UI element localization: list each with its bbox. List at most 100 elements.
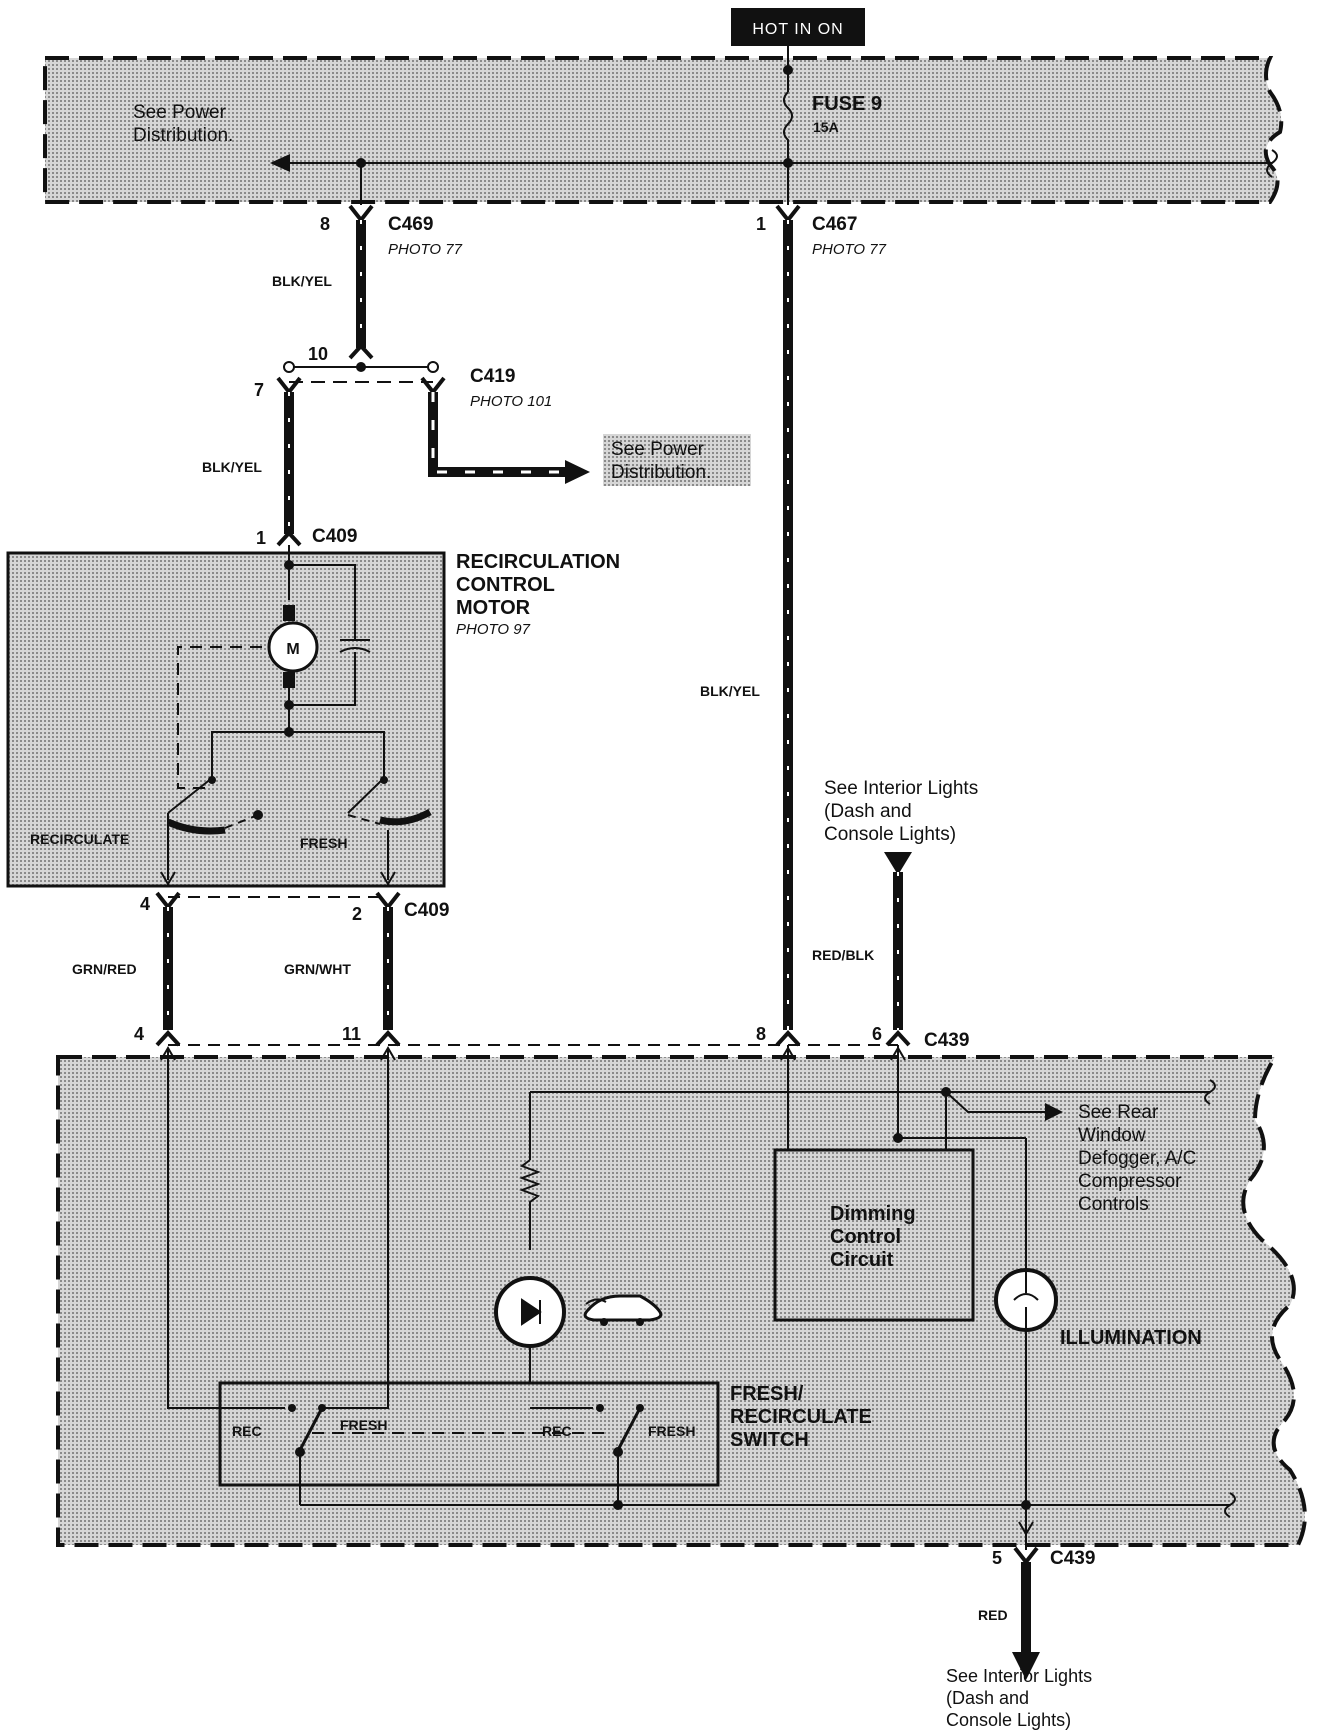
- switch-fresh-label-2: FRESH: [648, 1423, 695, 1439]
- motor-title-line1: RECIRCULATION: [456, 551, 620, 573]
- fuse-symbol: [783, 91, 793, 162]
- switch-rec-label-1: REC: [232, 1423, 262, 1439]
- connector-c439-top-name: C439: [924, 1030, 969, 1051]
- recirculate-blade: [167, 777, 213, 814]
- dimming-control-box: [773, 1148, 975, 1322]
- motor-symbol: [267, 621, 319, 673]
- connector-c439-pin4: [155, 1030, 181, 1047]
- switch2-blade: [616, 1407, 642, 1451]
- motor-title-line3: MOTOR: [456, 597, 531, 619]
- interior-lights-bottom-line1: See Interior Lights: [946, 1666, 1092, 1686]
- recirculate-contact: [166, 818, 226, 835]
- resistor-symbol: [519, 1159, 541, 1250]
- rear-window-arrow: [1045, 1103, 1063, 1121]
- bus-break-right: [1266, 149, 1278, 178]
- motor-out-left-arrow: [160, 871, 176, 886]
- connector-c439-pin-4: 4: [134, 1024, 144, 1044]
- connector-c419-photo: PHOTO 101: [470, 393, 552, 410]
- connector-c409-top: [276, 530, 302, 547]
- wire-label-grn-wht: GRN/WHT: [284, 961, 351, 977]
- switch1-rec-contact: [288, 1404, 296, 1412]
- rear-window-note-line2: Window: [1078, 1125, 1146, 1146]
- fresh-pivot: [380, 776, 388, 784]
- ground-bus-break: [1224, 1492, 1236, 1518]
- rear-window-note-line5: Controls: [1078, 1194, 1149, 1215]
- switch-title-line1: FRESH/: [730, 1383, 804, 1405]
- connector-c467-pin: 1: [756, 214, 766, 234]
- connector-c439-bottom-pin: 5: [992, 1548, 1002, 1568]
- hot-in-on-label: HOT IN ON: [752, 21, 843, 38]
- connector-c409-bottom-pin-left: 4: [140, 894, 150, 914]
- grn-red-into-switch: [167, 1050, 280, 1409]
- connector-c469-symbol: [348, 204, 374, 224]
- fresh-dashed: [347, 814, 381, 825]
- hot-in-on-badge: [731, 8, 865, 46]
- connector-c439-pin11: [375, 1030, 401, 1047]
- ground-junction-illumination: [1021, 1500, 1031, 1510]
- wire-label-blk-yel-1: BLK/YEL: [272, 273, 332, 289]
- connector-c419-left: [276, 376, 302, 396]
- fuse-name: FUSE 9: [812, 93, 882, 115]
- motor-out-right-arrow: [380, 871, 396, 886]
- switch-rec-label-2: REC: [542, 1423, 572, 1439]
- wire-label-red: RED: [978, 1607, 1008, 1623]
- switch-title-line2: RECIRCULATE: [730, 1406, 872, 1428]
- c419-junction-mid: [356, 362, 366, 372]
- fresh-blade: [347, 777, 385, 814]
- ground-junction-switch2: [613, 1500, 623, 1510]
- connector-c409-top-pin: 1: [256, 528, 266, 548]
- connector-c439-pin-6: 6: [872, 1024, 882, 1044]
- pin6-entry-arrow: [890, 1046, 906, 1061]
- power-dist-arrow: [565, 460, 590, 484]
- connector-c409-bottom-left: [155, 891, 181, 911]
- connector-c469-photo: PHOTO 77: [388, 241, 463, 258]
- wire-to-power-dist-stripe: [431, 392, 565, 474]
- bus-arrow-left: [270, 154, 290, 172]
- connector-c419-pin-left: 7: [254, 380, 264, 400]
- connector-c409-top-name: C409: [312, 526, 357, 547]
- connector-c467-photo: PHOTO 77: [812, 241, 887, 258]
- wire-label-blk-yel-2: BLK/YEL: [202, 459, 262, 475]
- power-dist-note-1-line2: Distribution.: [133, 125, 233, 146]
- fresh-contact: [379, 808, 432, 826]
- interior-lights-bottom-arrow: [1012, 1652, 1040, 1680]
- interior-lights-top-line1: See Interior Lights: [824, 778, 978, 799]
- connector-c439-bottom: [1013, 1546, 1039, 1566]
- c419-junction-left: [283, 361, 295, 373]
- connector-c419-top: [348, 343, 374, 360]
- connector-c439-pin-11: 11: [342, 1024, 361, 1044]
- interior-lights-top-arrow: [884, 852, 912, 875]
- motor-switch-bar: [211, 731, 385, 778]
- connector-c469-pin: 8: [320, 214, 330, 234]
- dimming-label-line1: Dimming: [830, 1203, 916, 1225]
- illumination-exit-arrow: [1018, 1521, 1034, 1536]
- interior-lights-top-line3: Console Lights): [824, 824, 956, 845]
- connector-c469-name: C469: [388, 214, 433, 235]
- hot-junction: [783, 65, 793, 75]
- capacitor-symbol: [289, 564, 371, 706]
- car-icon-arrow: [585, 1298, 607, 1305]
- interior-lights-bottom-line2: (Dash and: [946, 1688, 1029, 1708]
- dimming-label-line2: Control: [830, 1226, 901, 1248]
- connector-c419-right: [420, 376, 446, 396]
- grn-wht-entry-arrow: [380, 1046, 396, 1061]
- pin8-entry-arrow: [780, 1046, 796, 1061]
- power-dist-note-1-line1: See Power: [133, 102, 227, 123]
- connector-c419-pin-top: 10: [308, 344, 328, 364]
- indicator-lamp-mark: [521, 1298, 542, 1326]
- connector-c419-name: C419: [470, 366, 515, 387]
- rear-window-note-line1: See Rear: [1078, 1102, 1159, 1123]
- connector-c409-bottom-name: C409: [404, 900, 449, 921]
- wire-label-red-blk: RED/BLK: [812, 947, 874, 963]
- rear-window-wire: [945, 1091, 1045, 1113]
- fuse-rating: 15A: [813, 119, 839, 135]
- power-dist-note-2-line1: See Power: [611, 439, 705, 460]
- fresh-recirculate-switch-box: [218, 1381, 720, 1487]
- motor-symbol-label: M: [286, 641, 299, 658]
- switch1-blade: [298, 1407, 324, 1451]
- connector-c439-pin-8: 8: [756, 1024, 766, 1044]
- car-wheel-left: [600, 1318, 608, 1326]
- power-dist-note-2-line2: Distribution.: [611, 462, 711, 483]
- internal-bus-top-break: [1204, 1079, 1216, 1105]
